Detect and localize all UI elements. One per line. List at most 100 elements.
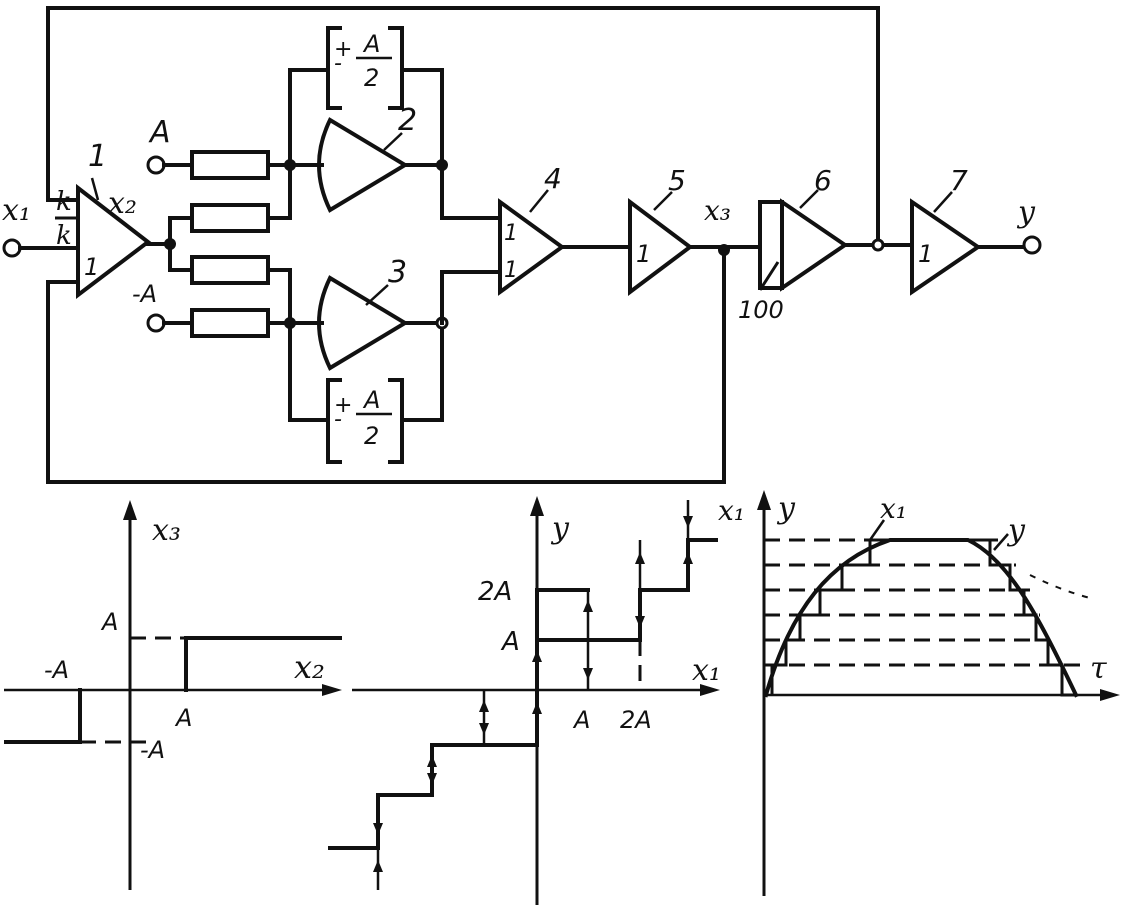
- label-x3: x₃: [704, 194, 731, 227]
- graph-y-x1: y x₁ A 2A A 2A: [328, 496, 721, 905]
- limiter-bottom-sign2: -: [334, 407, 342, 432]
- graph2-x-arrow: [700, 684, 720, 696]
- amp4-input-2: 1: [504, 258, 518, 283]
- graph3-trail: [1029, 574, 1091, 599]
- leader-6: [799, 189, 819, 209]
- leader-4: [529, 189, 549, 213]
- node-output: [871, 238, 885, 252]
- graph2-y-arrow: [530, 496, 544, 516]
- graph2-y-label: y: [550, 511, 570, 546]
- label-block-4: 4: [544, 162, 562, 195]
- amplifier-4: [498, 198, 566, 296]
- graph1-level-pos-y: A: [100, 608, 118, 636]
- graph3-x-label: τ: [1090, 651, 1107, 686]
- label-ref-pos: A: [148, 115, 171, 150]
- bracket-bottom-left: [326, 378, 342, 464]
- ref-terminal-neg: [146, 313, 166, 333]
- leader-5: [653, 191, 673, 211]
- graph3-y-arrow: [757, 490, 771, 510]
- graph1-level-neg-y: -A: [140, 736, 165, 764]
- resistor-3: [190, 255, 270, 285]
- bracket-top-left: [326, 26, 342, 110]
- graph3-curve-label-y: y: [1006, 513, 1026, 548]
- amplifier-5: [628, 198, 694, 296]
- label-block-1: 1: [88, 139, 107, 174]
- graph2-arrows: [373, 516, 693, 872]
- ref-terminal-pos: [146, 155, 166, 175]
- graph3-curve-x1: [763, 538, 1079, 698]
- wire-x2-up: [168, 216, 194, 246]
- graph2-y-tick-2a: 2A: [478, 577, 512, 607]
- graph3-x-arrow: [1100, 689, 1120, 701]
- label-x2: x₂: [108, 186, 137, 221]
- amp2-fb-right: [400, 68, 444, 167]
- graph2-x-tick-a: A: [572, 706, 590, 734]
- amplifier-3: [317, 275, 409, 371]
- graph3-axis-x1: x₁: [718, 494, 745, 527]
- label-ref-neg: -A: [132, 280, 157, 308]
- bracket-top-right: [388, 26, 404, 110]
- output-terminal-y: [1022, 235, 1042, 255]
- limiter-bottom-den: 2: [364, 422, 379, 450]
- graph-time: x₁ y x₁ y τ: [718, 490, 1120, 896]
- feedback-bottom-wire: [46, 248, 726, 484]
- amp2-fb-left: [288, 68, 330, 167]
- leader-3: [365, 284, 389, 306]
- leader-7: [933, 191, 953, 213]
- graph3-leader-x1: [868, 519, 886, 541]
- graph3-levels: [764, 538, 1080, 667]
- label-block-5: 5: [668, 164, 686, 197]
- amp3-fb-right: [400, 321, 444, 422]
- graph1-x-arrow: [322, 684, 342, 696]
- amp1-gain: 1: [84, 253, 99, 281]
- wire-r3: [266, 268, 292, 325]
- limiter-top-num: A: [362, 30, 380, 58]
- graph2-stair-pos-inner: [535, 588, 590, 642]
- limiter-bottom-sign: +: [334, 393, 352, 418]
- graph1-y-arrow: [123, 500, 137, 520]
- wire-x2-down: [168, 242, 194, 272]
- graph1-step-neg: [4, 688, 82, 744]
- amplifier-1: [76, 183, 152, 300]
- bracket-bottom-right: [388, 378, 404, 464]
- resistor-4: [190, 308, 270, 338]
- amplifier-2: [317, 117, 409, 213]
- amplifier-6: [780, 198, 849, 292]
- input-terminal-x1: [2, 238, 22, 258]
- label-k-bottom: k: [56, 221, 72, 251]
- amp7-gain: 1: [918, 240, 933, 268]
- circuit: x₁ k k x₂ 1 1 A -A 2 3 4 1 1 5 1 x₃ 6 10…: [2, 6, 1042, 484]
- graph2-x-label: x₁: [692, 653, 721, 688]
- amp4-input-1: 1: [504, 221, 518, 246]
- limiter-bottom-num: A: [362, 386, 380, 414]
- resistor-2: [190, 203, 270, 233]
- label-k-top: k: [56, 187, 72, 217]
- graph1-y-label: x₃: [152, 513, 181, 548]
- amplifier-7: [910, 198, 982, 296]
- amp3-fb-left: [288, 321, 330, 422]
- graph2-stair-neg: [328, 688, 539, 850]
- label-gain-100: 100: [738, 296, 784, 324]
- graph3-leader-y: [993, 533, 1009, 551]
- wire-r2: [266, 163, 292, 220]
- limiter-top-sign: +: [334, 37, 352, 62]
- graph2-x-tick-2a: 2A: [620, 706, 652, 734]
- label-block-7: 7: [950, 164, 968, 197]
- node-x3: [718, 244, 730, 256]
- label-y: y: [1016, 195, 1036, 230]
- integrator-tick: [758, 261, 780, 291]
- graph3-stair-y: [770, 538, 1076, 697]
- wire-to-amp4-bottom: [440, 270, 502, 325]
- label-block-2: 2: [398, 103, 417, 138]
- label-block-3: 3: [388, 255, 407, 290]
- graph2-y-tick-a: A: [500, 627, 520, 657]
- limiter-top-den: 2: [364, 64, 379, 92]
- limiter-top-sign2: -: [334, 51, 342, 76]
- feedback-top-wire: [46, 6, 880, 244]
- graph3-curve-label-x1: x₁: [880, 492, 907, 525]
- graph3-axis-y: y: [776, 491, 796, 526]
- graph-x3-x2: x₃ x₂ A -A A -A: [4, 500, 342, 890]
- graph1-level-pos-x: A: [174, 704, 192, 732]
